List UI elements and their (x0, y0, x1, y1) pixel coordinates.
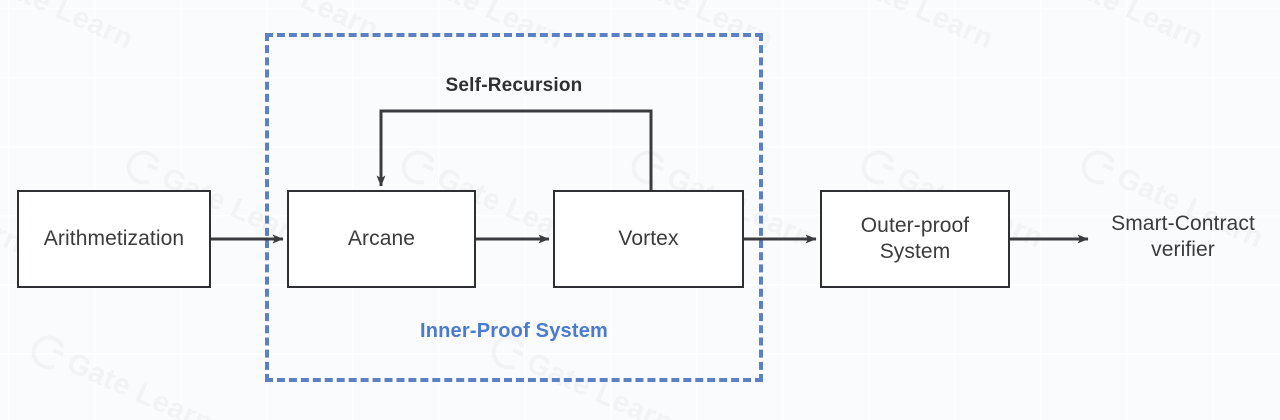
node-smart-contract-verifier-label-line2: verifier (1151, 237, 1215, 261)
watermark-text: Gate Learn (1052, 0, 1209, 56)
gate-logo-icon (121, 145, 167, 190)
watermark: Gate Learn (26, 330, 218, 420)
node-vortex-label: Vortex (618, 227, 679, 251)
node-smart-contract-verifier: Smart-Contract verifier (1090, 211, 1276, 262)
inner-proof-system-group (265, 33, 763, 382)
gate-logo-icon (856, 145, 902, 190)
node-outer-proof-system[interactable]: Outer-proof System (820, 190, 1010, 288)
node-arcane-label: Arcane (347, 227, 416, 251)
node-outer-proof-system-label-line1: Outer-proof (860, 214, 970, 238)
watermark: Gate Learn (0, 0, 139, 57)
watermark-text: Gate Learn (62, 346, 219, 420)
watermark-text: Gate Learn (842, 0, 999, 56)
gate-logo-icon (26, 330, 72, 375)
watermark: Gate Learn (1016, 0, 1208, 57)
watermark-text: Gate Learn (0, 0, 139, 56)
node-arithmetization-label: Arithmetization (43, 227, 185, 251)
node-smart-contract-verifier-label-line1: Smart-Contract (1111, 212, 1255, 235)
node-vortex[interactable]: Vortex (553, 190, 744, 288)
node-arcane[interactable]: Arcane (287, 190, 476, 288)
gate-logo-icon (1076, 145, 1122, 190)
node-outer-proof-system-label-line2: System (879, 240, 951, 263)
watermark: Gate Learn (806, 0, 998, 57)
inner-proof-system-label: Inner-Proof System (419, 320, 609, 342)
self-recursion-label: Self-Recursion (445, 75, 583, 96)
node-arithmetization[interactable]: Arithmetization (17, 190, 211, 288)
